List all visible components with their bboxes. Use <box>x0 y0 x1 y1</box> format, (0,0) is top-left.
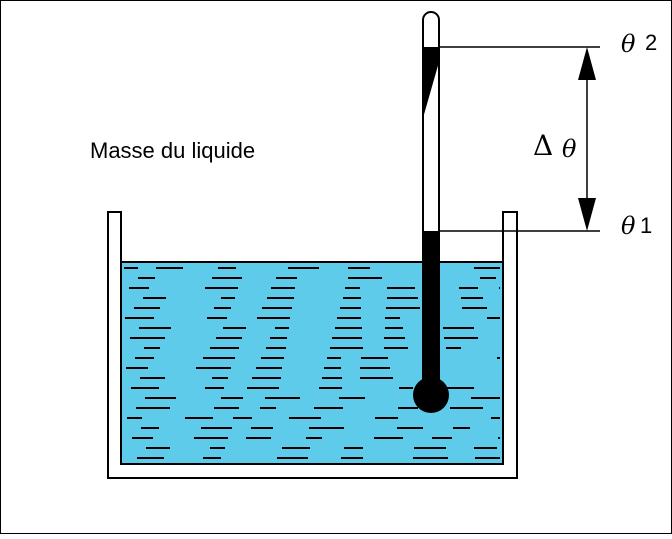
arrow-down-head <box>578 198 596 231</box>
arrow-up-head <box>578 47 596 80</box>
thermometer <box>413 11 449 413</box>
delta-arrow <box>578 47 596 231</box>
liquid-waves <box>124 267 500 459</box>
mercury-column <box>423 231 439 397</box>
theta2-index: 2 <box>645 30 657 55</box>
theta1-symbol: θ <box>621 212 636 240</box>
delta-symbol: Δ <box>533 129 553 162</box>
theta1-index: 1 <box>640 213 652 238</box>
liquid <box>120 261 504 465</box>
mercury-upper <box>423 47 439 118</box>
delta-theta-symbol: θ <box>562 135 577 163</box>
thermometer-bulb <box>413 377 449 413</box>
theta2-symbol: θ <box>621 30 636 58</box>
mass-label: Masse du liquide <box>90 138 255 163</box>
